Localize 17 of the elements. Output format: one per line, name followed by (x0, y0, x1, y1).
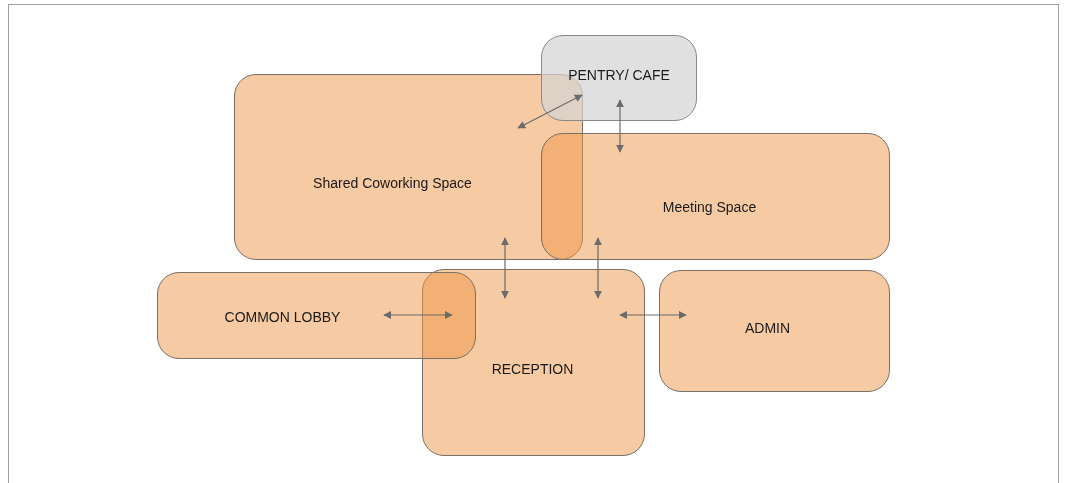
zone-label: COMMON LOBBY (224, 308, 341, 325)
zone-box (659, 270, 890, 392)
double-arrow (616, 99, 624, 153)
zone-label: ADMIN (744, 320, 791, 336)
zone-box (541, 133, 890, 260)
zone-label: Shared Coworking Space (313, 175, 472, 191)
double-arrow (619, 311, 687, 319)
cafe-zone-box (541, 35, 697, 121)
zone-label: Meeting Space (662, 198, 757, 215)
zone-box (157, 272, 476, 359)
double-arrow (594, 237, 602, 299)
double-arrow (501, 237, 509, 299)
double-arrow (383, 311, 453, 319)
zone-box (422, 269, 645, 456)
double-arrow (517, 94, 583, 129)
zone-label: PENTRY/ CAFE (568, 67, 670, 83)
zone-label: RECEPTION (491, 360, 574, 377)
